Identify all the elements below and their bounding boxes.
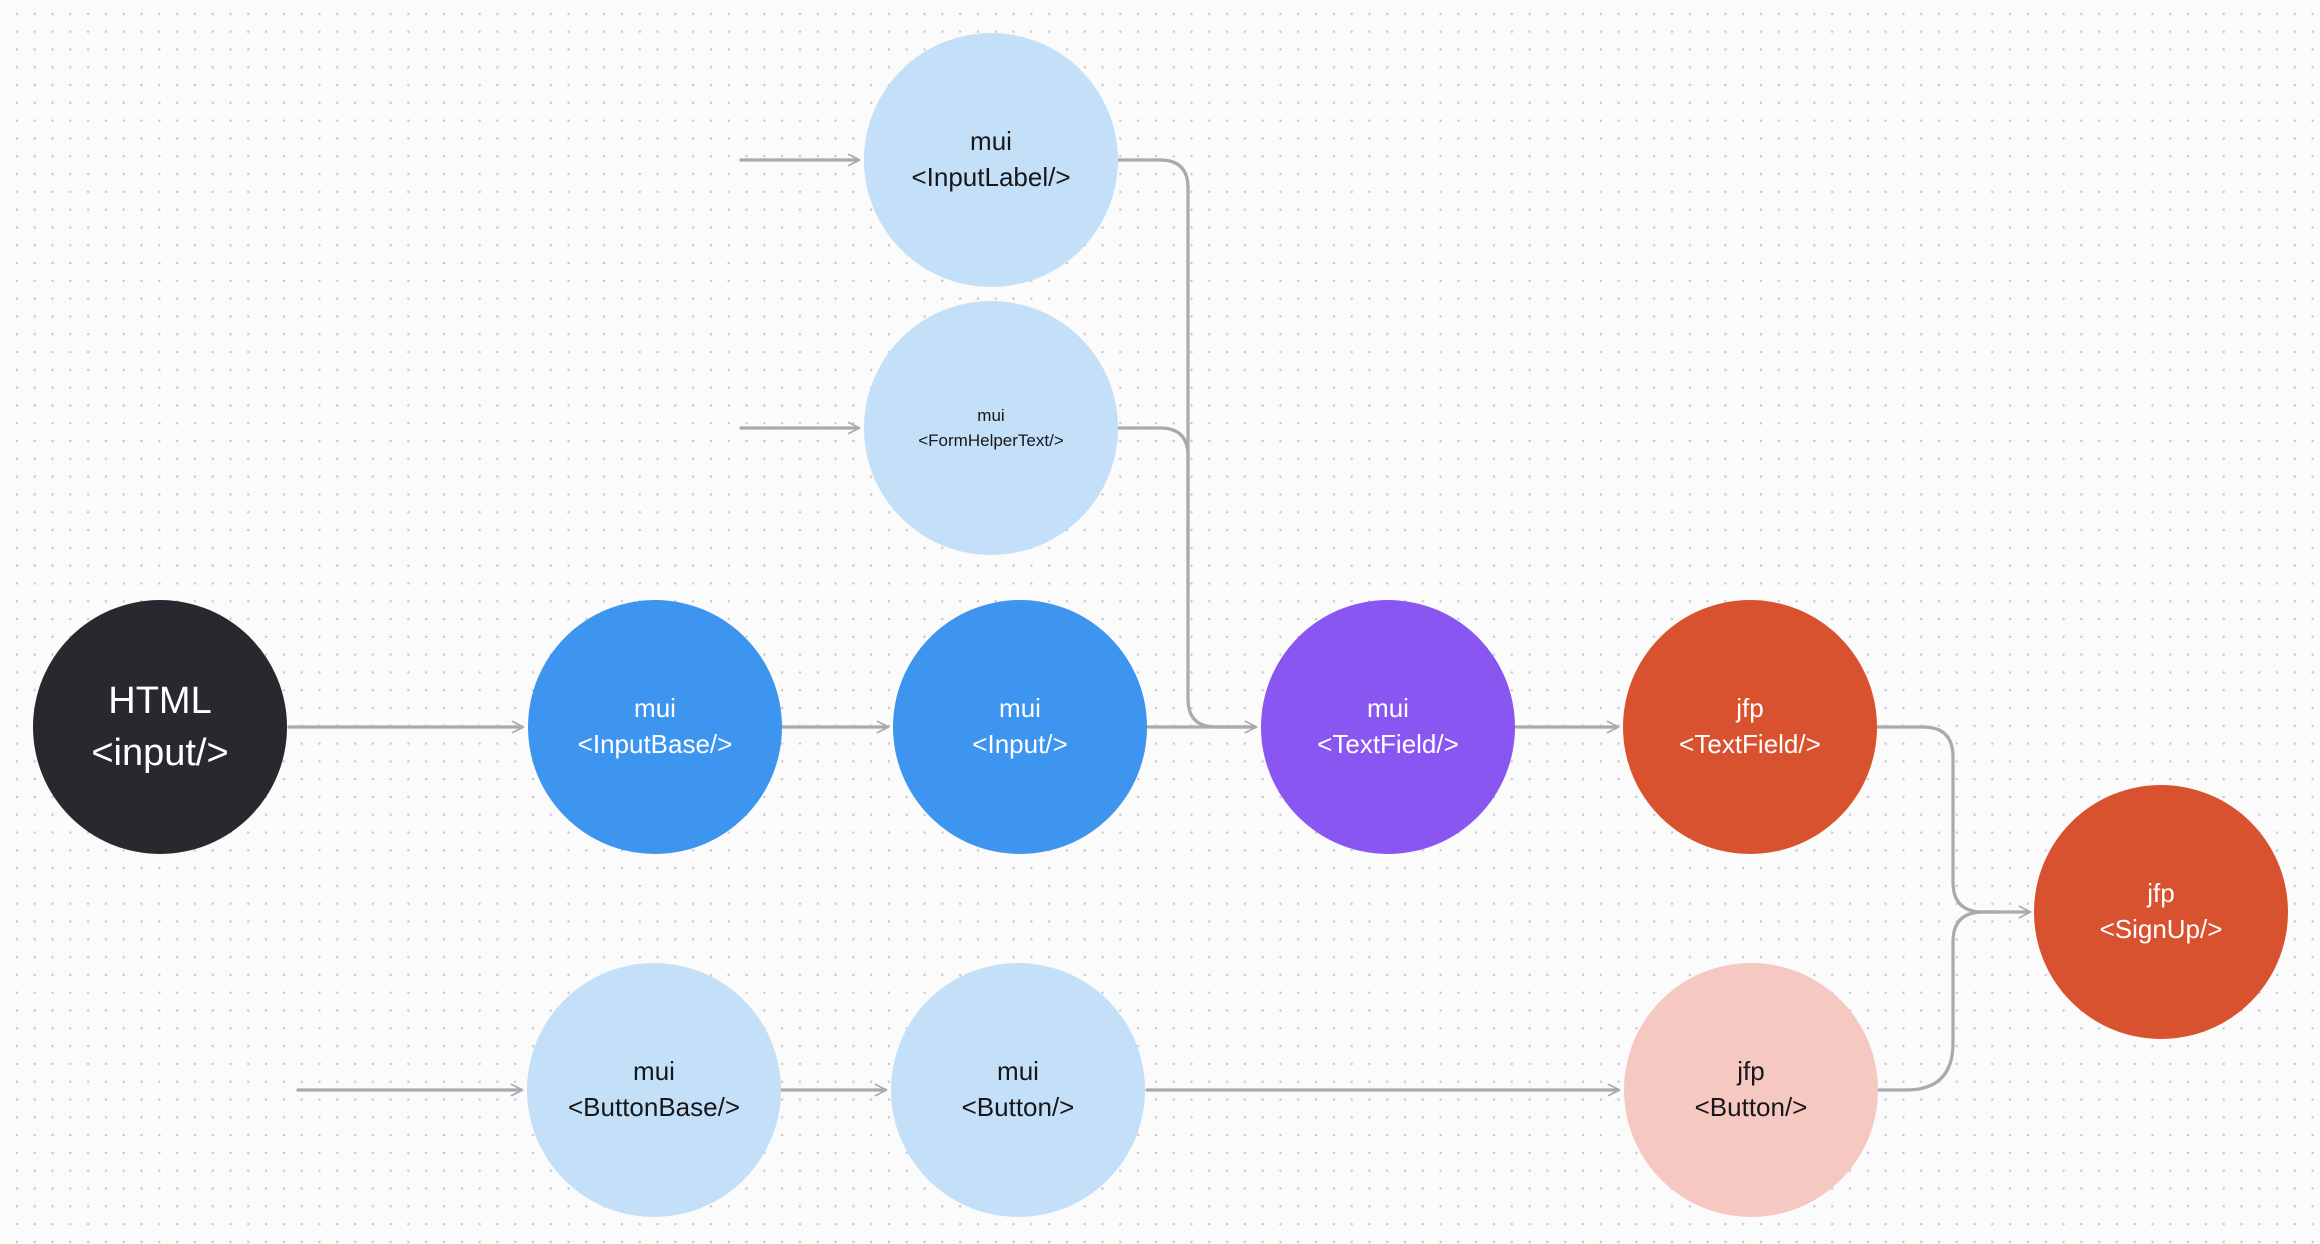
node-label-line1: mui xyxy=(999,693,1041,724)
node-label-line1: mui xyxy=(633,1056,675,1087)
node-label-line2: <Button/> xyxy=(1694,1092,1808,1122)
edge-jfpbutton-signup[interactable] xyxy=(1877,910,2002,1092)
node-label-line2: <TextField/> xyxy=(1679,729,1821,759)
node-label-line2: <Input/> xyxy=(972,729,1068,759)
node-mui-inputlabel[interactable]: mui <InputLabel/> xyxy=(864,33,1118,287)
node-mui-button[interactable]: mui <Button/> xyxy=(891,963,1145,1217)
node-label-line1: mui xyxy=(970,126,1012,157)
node-mui-buttonbase[interactable]: mui <ButtonBase/> xyxy=(527,963,781,1217)
node-label-line1: HTML xyxy=(108,679,212,722)
node-mui-inputbase[interactable]: mui <InputBase/> xyxy=(528,600,782,854)
node-label-line1: jfp xyxy=(2147,878,2175,909)
node-mui-input[interactable]: mui <Input/> xyxy=(893,600,1147,854)
node-label-line2: <Button/> xyxy=(961,1092,1075,1122)
node-html-input[interactable]: HTML <input/> xyxy=(33,600,287,854)
node-jfp-textfield[interactable]: jfp <TextField/> xyxy=(1623,600,1877,854)
node-label-line2: <SignUp/> xyxy=(2099,914,2223,944)
edge-inputlabel-textfield[interactable] xyxy=(1116,158,1252,729)
node-label-line2: <InputBase/> xyxy=(577,729,733,759)
node-mui-textfield[interactable]: mui <TextField/> xyxy=(1261,600,1515,854)
node-label-line1: mui xyxy=(1367,693,1409,724)
edge-formhelpertext-textfield[interactable] xyxy=(1116,426,1190,562)
node-label-line2: <ButtonBase/> xyxy=(567,1092,741,1122)
node-label-line1: jfp xyxy=(1736,693,1764,724)
node-label-line1: mui xyxy=(634,693,676,724)
node-label-line1: mui xyxy=(997,1056,1039,1087)
node-label-line2: <FormHelperText/> xyxy=(918,431,1064,450)
node-mui-formhelpertext[interactable]: mui <FormHelperText/> xyxy=(864,301,1118,555)
node-label-line2: <InputLabel/> xyxy=(911,162,1071,192)
node-label-line1: mui xyxy=(977,405,1005,425)
node-jfp-signup[interactable]: jfp <SignUp/> xyxy=(2034,785,2288,1039)
node-jfp-button[interactable]: jfp <Button/> xyxy=(1624,963,1878,1217)
edge-jfptextfield-signup[interactable] xyxy=(1876,725,2032,919)
node-label-line2: <TextField/> xyxy=(1317,729,1459,759)
node-label-line1: jfp xyxy=(1737,1056,1765,1087)
node-label-line2: <input/> xyxy=(91,732,229,774)
